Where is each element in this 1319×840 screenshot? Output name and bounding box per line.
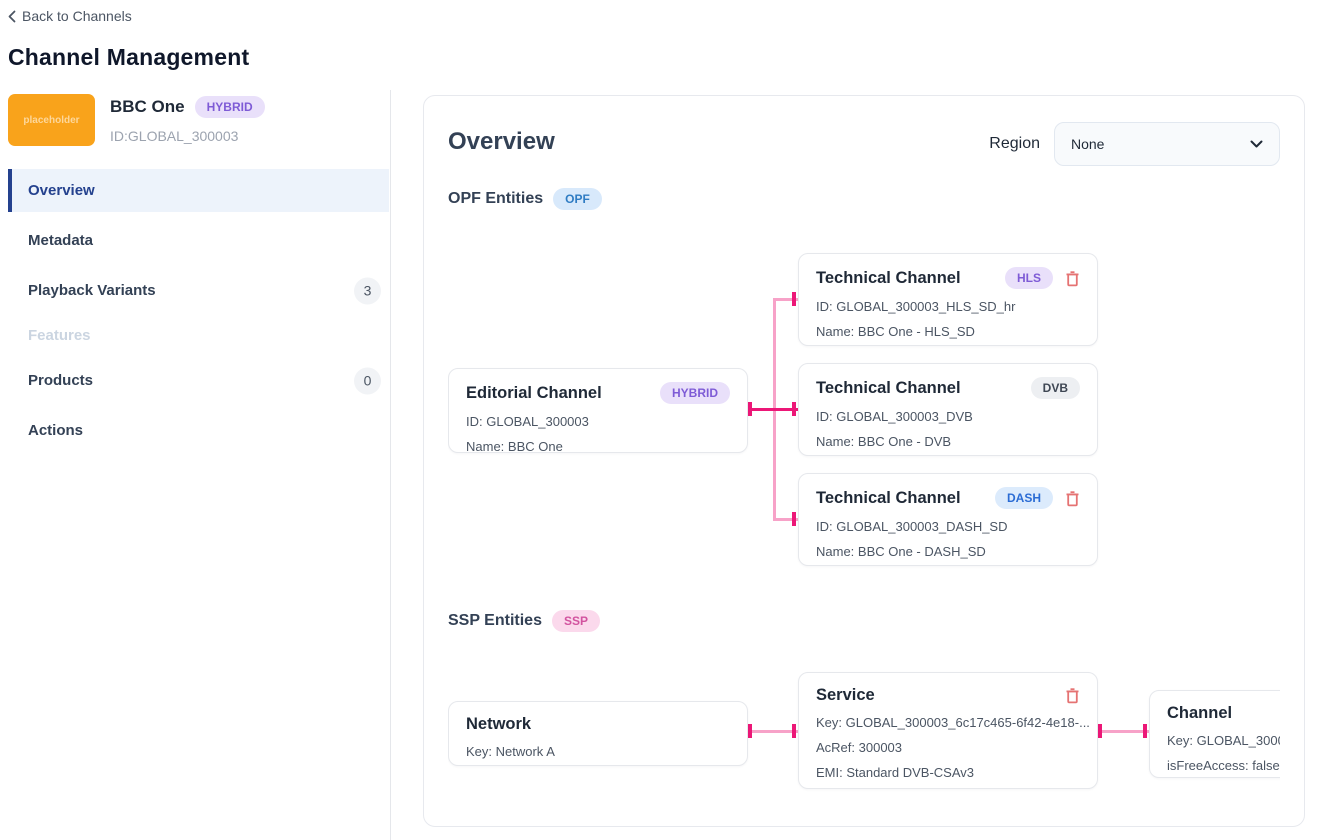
technical-channel-id: ID: GLOBAL_300003_HLS_SD_hr: [816, 299, 1016, 315]
ssp-badge: SSP: [551, 610, 600, 633]
technical-channel-name: Name: BBC One - DVB: [816, 434, 952, 450]
technical-channel-card-dvb: Technical Channel DVB ID: GLOBAL_300003_…: [798, 363, 1098, 456]
connector-tick: [792, 724, 796, 738]
editorial-channel-name: Name: BBC One: [466, 439, 563, 455]
back-link-label: Back to Channels: [22, 8, 132, 24]
technical-channel-badge-dvb: DVB: [1030, 377, 1080, 400]
opf-section-title: OPF Entities: [448, 190, 544, 208]
trash-icon: [1066, 490, 1079, 506]
chevron-down-icon: [1250, 140, 1263, 148]
connector-tick: [1098, 724, 1102, 738]
ssp-service-channel-connector: [1098, 730, 1149, 733]
card-title: Technical Channel: [816, 268, 961, 287]
logo-text: placeholder: [23, 114, 80, 126]
region-select-value: None: [1071, 136, 1105, 152]
service-card: Service Key: GLOBAL_300003_6c17c465-6f42…: [798, 672, 1098, 789]
channel-name: BBC One: [110, 97, 185, 117]
connector-tick: [748, 402, 752, 416]
ssp-channel-card: Channel Key: GLOBAL_30000 isFreeAccess: …: [1149, 690, 1280, 778]
connector-tick: [792, 512, 796, 526]
chevron-left-icon: [8, 10, 16, 22]
sidebar-item-metadata[interactable]: Metadata: [8, 219, 389, 262]
card-title: Service: [816, 686, 875, 704]
entity-diagram: Editorial Channel HYBRID ID: GLOBAL_3000…: [448, 96, 1280, 826]
ssp-channel-free-access: isFreeAccess: false: [1167, 758, 1280, 773]
overview-panel: Overview Region None OPF Entities OPF SS…: [423, 95, 1305, 827]
delete-service-button[interactable]: [1065, 687, 1080, 704]
delete-technical-channel-button[interactable]: [1065, 270, 1080, 287]
sidebar-item-features: Features: [8, 314, 389, 357]
channel-sidebar: placeholder BBC One HYBRID ID:GLOBAL_300…: [0, 90, 391, 840]
panel-heading: Overview: [448, 128, 555, 155]
card-title: Channel: [1167, 704, 1233, 722]
technical-channel-name: Name: BBC One - HLS_SD: [816, 324, 975, 340]
connector-tick: [792, 402, 796, 416]
editorial-channel-id: ID: GLOBAL_300003: [466, 414, 589, 430]
sidebar-item-actions[interactable]: Actions: [8, 409, 389, 452]
trash-icon: [1066, 688, 1079, 704]
technical-channel-id: ID: GLOBAL_300003_DASH_SD: [816, 519, 1008, 535]
sidebar-item-label: Products: [28, 372, 94, 389]
page-title: Channel Management: [8, 44, 250, 70]
service-key: Key: GLOBAL_300003_6c17c465-6f42-4e18-..…: [816, 715, 1090, 730]
ssp-section-title: SSP Entities: [448, 612, 542, 630]
sidebar-item-products[interactable]: Products 0: [8, 359, 389, 402]
technical-channel-badge-dash: DASH: [994, 487, 1053, 510]
ssp-network-service-connector: [748, 730, 798, 733]
technical-channel-card-dash: Technical Channel DASH ID: GLOBAL_300003…: [798, 473, 1098, 566]
back-to-channels-link[interactable]: Back to Channels: [8, 8, 132, 24]
sidebar-item-label: Overview: [28, 182, 95, 199]
connector-tick: [792, 292, 796, 306]
trash-icon: [1066, 270, 1079, 286]
technical-channel-card-hls: Technical Channel HLS ID: GLOBAL_300003_…: [798, 253, 1098, 346]
connector-tick: [1143, 724, 1147, 738]
playback-variants-count-badge: 3: [354, 277, 381, 304]
sidebar-item-playback-variants[interactable]: Playback Variants 3: [8, 269, 389, 312]
sidebar-item-label: Actions: [28, 422, 84, 439]
opf-badge: OPF: [553, 188, 602, 211]
card-title: Editorial Channel: [466, 383, 602, 402]
sidebar-item-overview[interactable]: Overview: [8, 169, 389, 212]
editorial-channel-badge: HYBRID: [659, 382, 730, 405]
delete-technical-channel-button[interactable]: [1065, 490, 1080, 507]
service-acref: AcRef: 300003: [816, 740, 903, 755]
connector-tick: [748, 724, 752, 738]
card-title: Technical Channel: [816, 378, 961, 397]
channel-type-badge: HYBRID: [194, 96, 265, 119]
opf-branch-dash: [773, 518, 798, 521]
card-title: Technical Channel: [816, 488, 961, 507]
products-count-badge: 0: [354, 367, 381, 394]
card-title: Network: [466, 715, 532, 733]
sidebar-item-label: Playback Variants: [28, 282, 156, 299]
sidebar-item-label: Features: [28, 327, 91, 344]
opf-branch-hls: [773, 298, 798, 301]
sidebar-item-label: Metadata: [28, 232, 94, 249]
channel-id: ID:GLOBAL_300003: [110, 128, 239, 144]
technical-channel-name: Name: BBC One - DASH_SD: [816, 544, 986, 560]
region-label: Region: [989, 135, 1040, 152]
opf-branch-dvb: [748, 408, 798, 411]
ssp-channel-key: Key: GLOBAL_30000: [1167, 733, 1280, 748]
editorial-channel-card: Editorial Channel HYBRID ID: GLOBAL_3000…: [448, 368, 748, 455]
channel-logo-placeholder: placeholder: [8, 94, 95, 146]
network-key: Key: Network A: [466, 744, 555, 759]
technical-channel-badge-hls: HLS: [1005, 267, 1053, 290]
service-emi: EMI: Standard DVB-CSAv3: [816, 765, 974, 780]
region-select[interactable]: None: [1054, 122, 1280, 166]
technical-channel-id: ID: GLOBAL_300003_DVB: [816, 409, 973, 425]
network-card: Network Key: Network A: [448, 701, 748, 766]
